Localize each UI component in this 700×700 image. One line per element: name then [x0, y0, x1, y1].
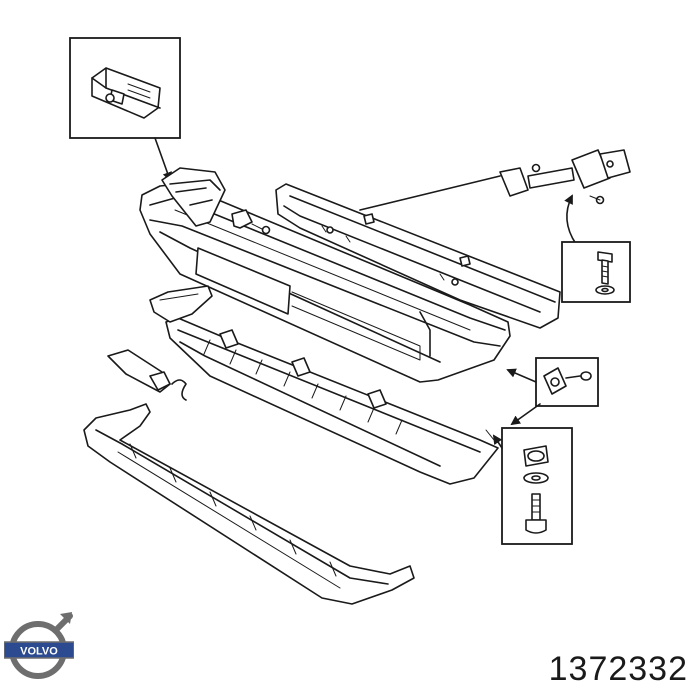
reinforcement-beam: [275, 183, 561, 329]
nut-callout-arrow-2: [510, 403, 541, 426]
part-number: 1372332: [548, 650, 688, 688]
bolt-washer-detail-box: [561, 241, 631, 303]
bumper-shell: [139, 183, 511, 383]
spoiler: [165, 317, 499, 485]
stack-bolt-mark: [485, 429, 495, 441]
corner-bracket: [161, 167, 226, 227]
side-bracket: [107, 349, 187, 401]
nut-callout-arrow-1: [506, 368, 537, 383]
fastener-stack-detail-box: [501, 427, 573, 545]
fastener-stack-icon: [523, 445, 549, 534]
clip-detail-box: [69, 37, 181, 139]
bolt-callout-arrow: [564, 194, 577, 245]
stack-callout-arrow: [492, 434, 503, 449]
nut-bracket-icon: [543, 367, 592, 395]
bolt-washer-icon: [595, 251, 615, 295]
clip-callout-arrow: [154, 137, 172, 182]
brand-text: VOLVO: [20, 646, 58, 658]
lower-apron: [83, 403, 415, 605]
shock-absorber-mount: [359, 149, 631, 211]
clip-icon: [91, 67, 161, 119]
nut-bracket-detail-box: [535, 357, 599, 407]
spoiler-end-bracket: [149, 285, 213, 323]
volvo-logo: VOLVO: [4, 612, 74, 679]
mount-bracket: [231, 209, 271, 235]
